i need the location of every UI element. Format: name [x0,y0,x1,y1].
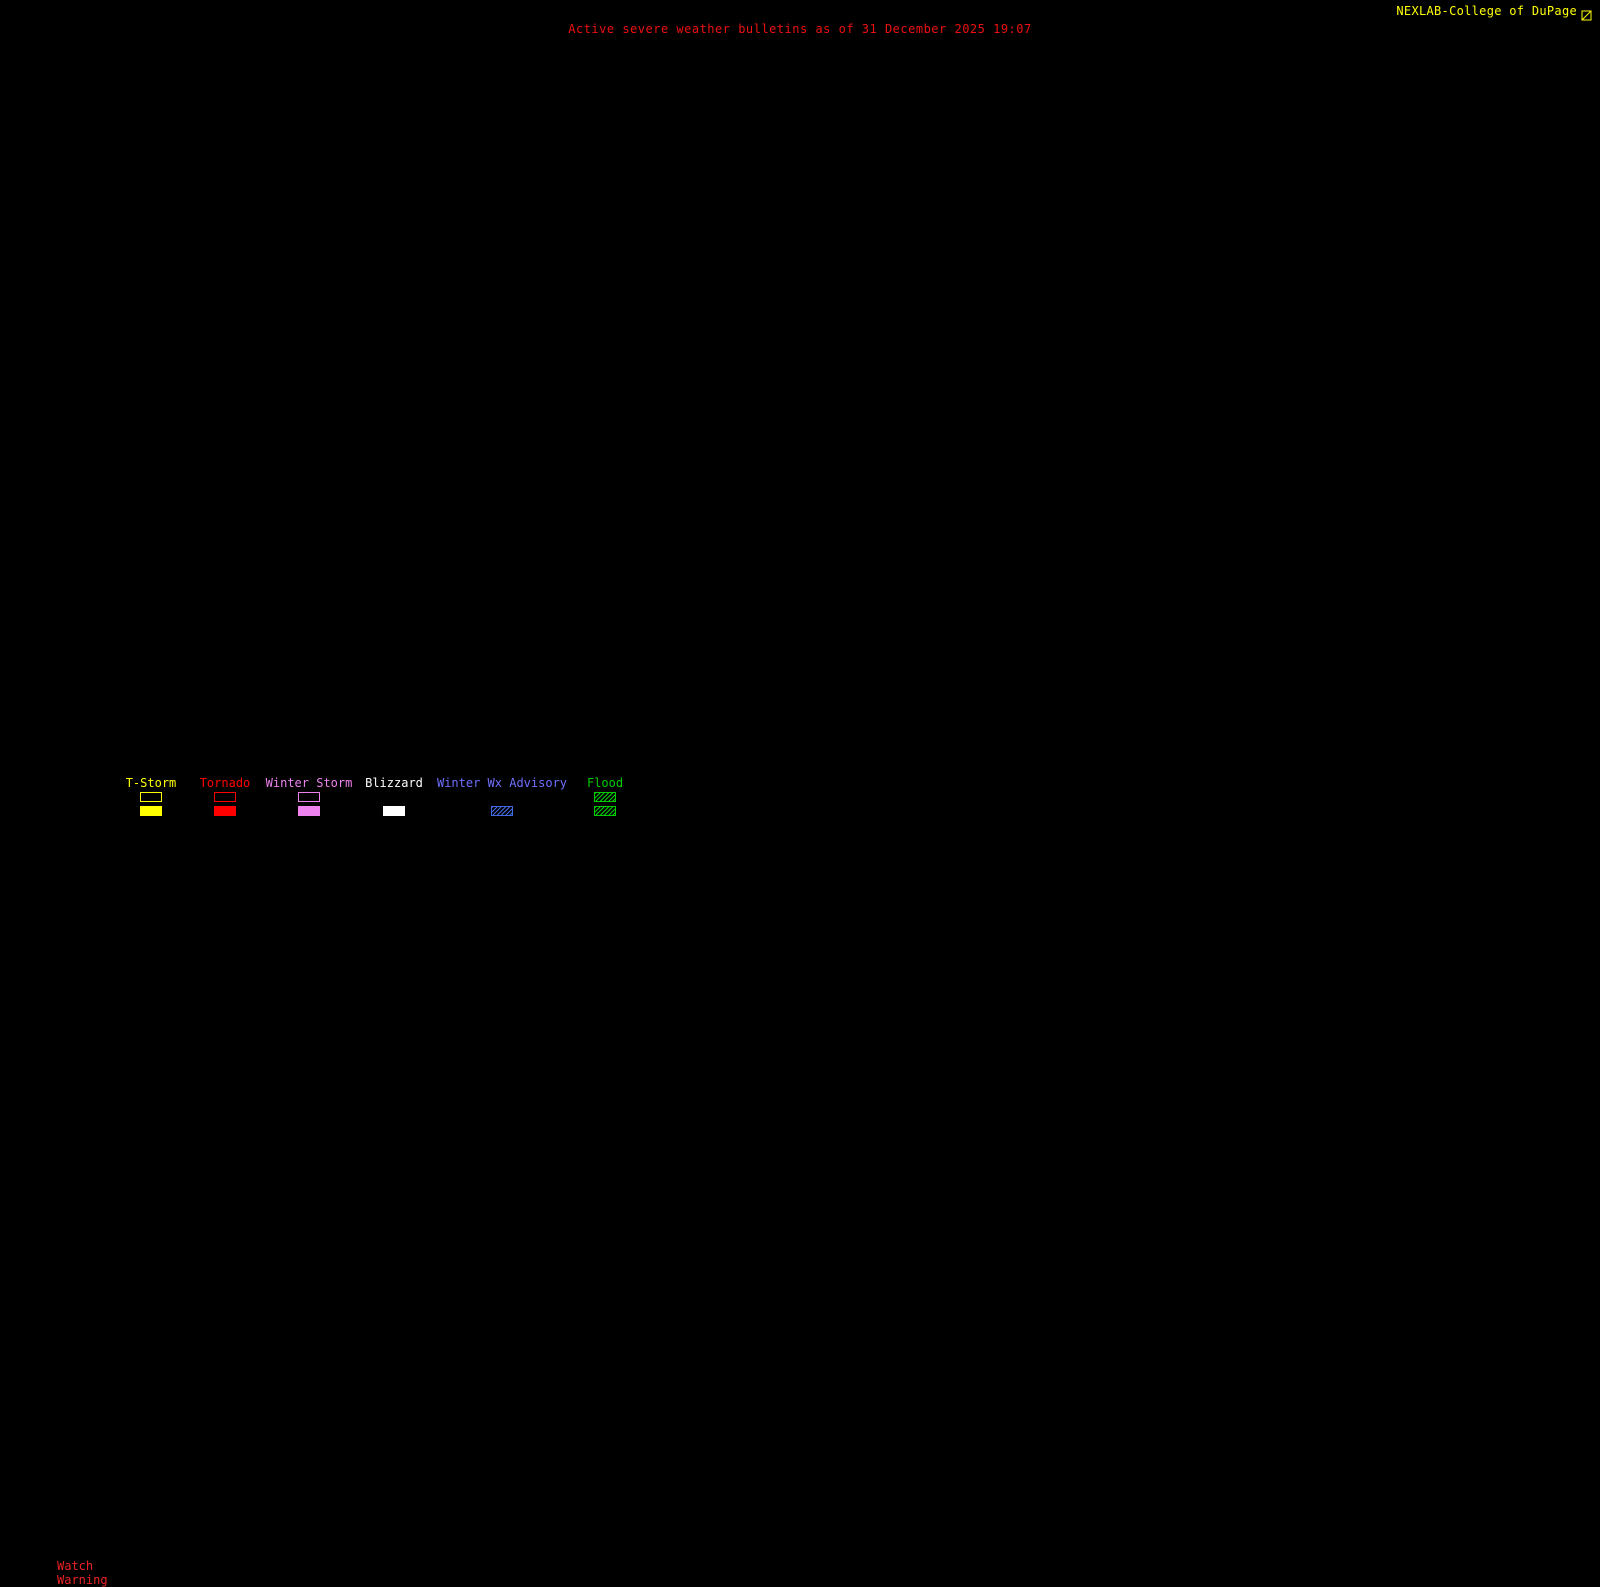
attribution-text: NEXLAB-College of DuPage [1396,4,1577,18]
legend-swatch-watch [298,792,320,802]
legend-watch-slot [194,790,256,804]
legend-watch-slot [580,790,630,804]
legend-swatch-watch [594,792,616,802]
legend-watch-slot [262,790,356,804]
legend-swatch-warning [298,806,320,816]
legend-swatch-watch [214,792,236,802]
legend-warning-slot [262,804,356,818]
attribution-block: NEXLAB-College of DuPage [1396,4,1592,20]
legend-column-tornado: Tornado [194,776,256,818]
legend-row-label-warning: Warning [57,1573,108,1587]
legend-watch-slot [120,790,182,804]
legend-warning-slot [194,804,256,818]
cod-logo-icon [1581,6,1592,20]
legend-column-label: T-Storm [125,776,177,790]
legend-column-winter-storm: Winter Storm [262,776,356,818]
legend-column-flood: Flood [580,776,630,818]
legend-warning-slot [432,804,572,818]
legend-column-blizzard: Blizzard [361,776,427,818]
legend-column-label: Winter Storm [265,776,353,790]
legend-warning-slot [580,804,630,818]
legend-watch-slot [432,790,572,804]
legend-column-t-storm: T-Storm [120,776,182,818]
legend-swatch-warning [594,806,616,816]
legend-warning-slot [361,804,427,818]
legend-swatch-warning [383,806,405,816]
weather-map-area [0,0,1600,900]
legend-swatch-warning [214,806,236,816]
legend-swatch-warning [491,806,513,816]
legend-swatch-watch [140,792,162,802]
legend-column-label: Flood [586,776,624,790]
legend-row-label-watch: Watch [57,1559,94,1573]
legend-warning-slot [120,804,182,818]
legend-swatch-warning [140,806,162,816]
legend-column-label: Tornado [199,776,251,790]
legend-column-label: Blizzard [365,776,423,790]
bulletin-title: Active severe weather bulletins as of 31… [568,22,1032,36]
legend-watch-slot [361,790,427,804]
legend-column-label: Winter Wx Advisory [436,776,568,790]
legend-column-winter-wx-advisory: Winter Wx Advisory [432,776,572,818]
